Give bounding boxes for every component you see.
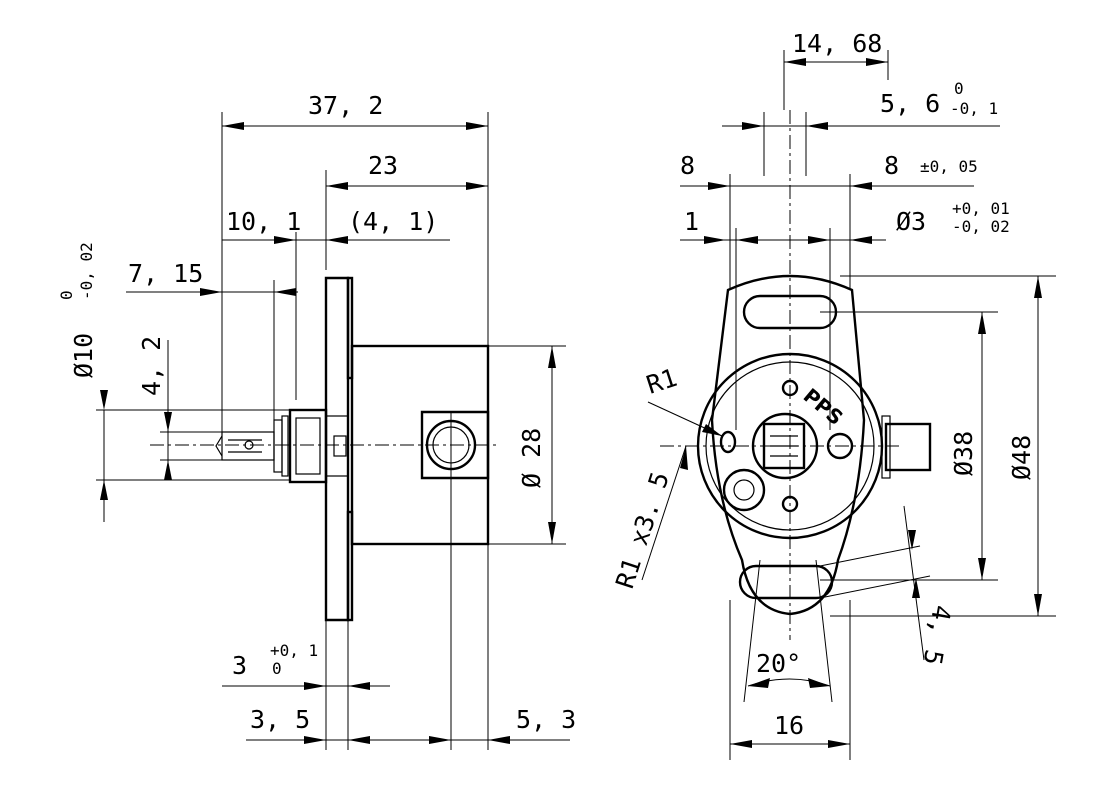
dim-flange-offset: 3, 5 [250, 705, 310, 734]
dim-overall-length: 37, 2 [308, 91, 383, 120]
dim-shaft-diameter: Ø10 [69, 333, 98, 378]
tol-slot-upper: 0 [954, 79, 964, 98]
dim-body-diameter: Ø 28 [517, 428, 546, 488]
dim-slot-angle: 20° [756, 649, 801, 678]
tol-pin-upper: +0, 01 [952, 199, 1010, 218]
dim-inner-diameter: Ø38 [949, 431, 978, 476]
tol-flange-lower: 0 [272, 659, 282, 678]
dim-right-8: 8 [884, 151, 899, 180]
dim-pin-diameter: Ø3 [896, 207, 926, 236]
dim-outer-diameter: Ø48 [1007, 435, 1036, 480]
tol-slot-lower: -0, 1 [950, 99, 998, 118]
dim-slot-gap: 4, 5 [918, 603, 957, 667]
tol-pin-lower: -0, 02 [952, 217, 1010, 236]
dim-collar: (4, 1) [348, 207, 438, 236]
dim-left-1: 1 [684, 207, 699, 236]
dim-lug-offset: 5, 3 [516, 705, 576, 734]
dim-flange-thickness: 3 [232, 651, 247, 680]
side-view: 37, 2 23 10, 1 (4, 1) 7, 15 Ø10 0 -0, 02… [57, 91, 576, 750]
tol-right-8: ±0, 05 [920, 157, 978, 176]
dim-flat-width: 4, 2 [137, 336, 166, 396]
dim-left-8: 8 [680, 151, 695, 180]
tol-flange-upper: +0, 1 [270, 641, 318, 660]
tol-shaft-lower: -0, 02 [77, 242, 96, 300]
dim-body-length: 23 [368, 151, 398, 180]
dim-base-width: 16 [774, 711, 804, 740]
dim-radius-r1: R1 [643, 363, 681, 400]
front-view: PPS 14, 68 5, 6 0 -0, 1 8 8 ±0, 05 [610, 29, 1056, 760]
dim-shaft-flat: 7, 15 [128, 259, 203, 288]
dim-radius-r1x: R1 x3. 5 [610, 468, 675, 591]
dim-lug-span: 14, 68 [792, 29, 882, 58]
dim-slot-width: 5, 6 [880, 89, 940, 118]
dim-shaft-length: 10, 1 [226, 207, 301, 236]
tol-shaft-upper: 0 [57, 290, 76, 300]
